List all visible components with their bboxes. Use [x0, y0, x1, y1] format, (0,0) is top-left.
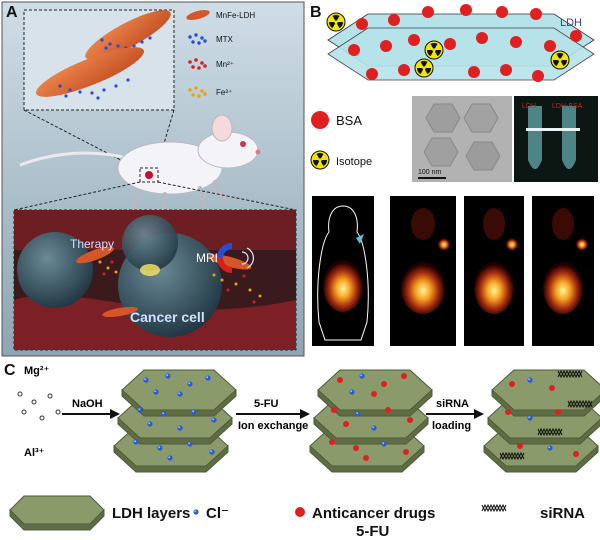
arrow-step3 [426, 409, 484, 419]
ldh-stack-cl [113, 369, 237, 473]
legend-ldh-layers-glyph [9, 495, 105, 531]
vials-photo [514, 96, 598, 182]
panel-letter-b: B [310, 4, 322, 21]
step2-top-label: 5-FU [254, 398, 279, 410]
panel-a: Therapy MRI Cancer cell MnFe-LDH MTX Mn²… [0, 0, 306, 358]
ldh-flake-lower [36, 47, 144, 100]
magnet-icon [217, 243, 255, 273]
ldh-stack-sirna [483, 369, 600, 473]
mri-label: MRI [196, 251, 218, 265]
bsa-legend-icon [311, 111, 329, 129]
isotope-icon [424, 40, 444, 60]
ldh-stack-5fu [309, 369, 433, 473]
legend-drugs-label: Anticancer drugs [312, 505, 435, 522]
legend-mn-label: Mn²⁺ [216, 60, 234, 69]
panel-letter-c: C [4, 362, 16, 379]
legend-mtx-glyph [188, 33, 207, 45]
pet-image-3 [464, 196, 524, 346]
vial-label-ldh: LDH [522, 103, 536, 110]
pet-image-4 [532, 196, 594, 346]
pet-image-2 [390, 196, 456, 346]
step2-bottom-label: Ion exchange [238, 420, 309, 432]
panel-b-illustration: LDH BSA Isotope 100 nm LDH LDH-BSA [310, 4, 598, 346]
legend-fe-glyph [188, 86, 207, 98]
ldh-plates [327, 13, 595, 81]
al-ion-label: Al³⁺ [24, 447, 45, 459]
step3-bottom-label: loading [432, 420, 472, 432]
arrow-step1 [62, 409, 120, 419]
bsa-particles-on-ldh [348, 4, 582, 82]
isotope-icon [414, 58, 434, 78]
isotope-icon [326, 12, 346, 32]
panel-c: LDH layers Cl⁻ Anticancer drugs 5-FU siR… [0, 362, 600, 540]
cancer-cell-label: Cancer cell [130, 309, 205, 325]
ldh-plate-label: LDH [560, 17, 582, 29]
panel-a-illustration: Therapy MRI Cancer cell MnFe-LDH MTX Mn²… [1, 1, 305, 357]
cancer-cell-inset [13, 209, 297, 351]
legend-chloride-glyph [193, 509, 199, 515]
zoom-connector-left [23, 109, 141, 171]
zoom-connector-bottom-left [13, 181, 141, 211]
panel-c-illustration: LDH layers Cl⁻ Anticancer drugs 5-FU siR… [9, 369, 600, 540]
legend-sirna-label: siRNA [540, 505, 585, 522]
legend-ldh-layers-label: LDH layers [112, 505, 190, 522]
legend-drugs-sublabel: 5-FU [356, 523, 389, 540]
panel-letter-a: A [6, 4, 18, 21]
step1-label: NaOH [72, 398, 103, 410]
vial-label-ldh-bsa: LDH-BSA [552, 103, 583, 110]
isotope-icon [550, 50, 570, 70]
tem-scale-bar-label: 100 nm [418, 169, 442, 176]
panel-b: LDH BSA Isotope 100 nm LDH LDH-BSA [306, 0, 600, 358]
legend-drug-glyph [295, 507, 305, 517]
mg-ion-label: Mg²⁺ [24, 365, 50, 377]
legend-mnfe-ldh-glyph [186, 10, 210, 20]
legend-sirna-glyph [481, 504, 507, 512]
tem-image [412, 96, 512, 182]
arrow-step2 [236, 409, 310, 419]
legend-mn-glyph [188, 58, 207, 70]
bsa-legend-label: BSA [336, 113, 362, 128]
isotope-legend-label: Isotope [336, 156, 372, 168]
zoom-connector-bottom-right [157, 181, 297, 211]
therapy-label: Therapy [70, 237, 114, 251]
legend-mnfe-ldh-label: MnFe-LDH [216, 11, 255, 20]
precursor-ions-dots [17, 391, 61, 421]
mouse-illustration [19, 114, 261, 214]
pet-image-1 [312, 196, 374, 346]
step3-top-label: siRNA [436, 398, 470, 410]
legend-chloride-label: Cl⁻ [206, 505, 229, 522]
isotope-legend-icon [310, 150, 330, 170]
legend-mtx-label: MTX [216, 35, 234, 44]
legend-fe-label: Fe³⁺ [216, 88, 232, 97]
